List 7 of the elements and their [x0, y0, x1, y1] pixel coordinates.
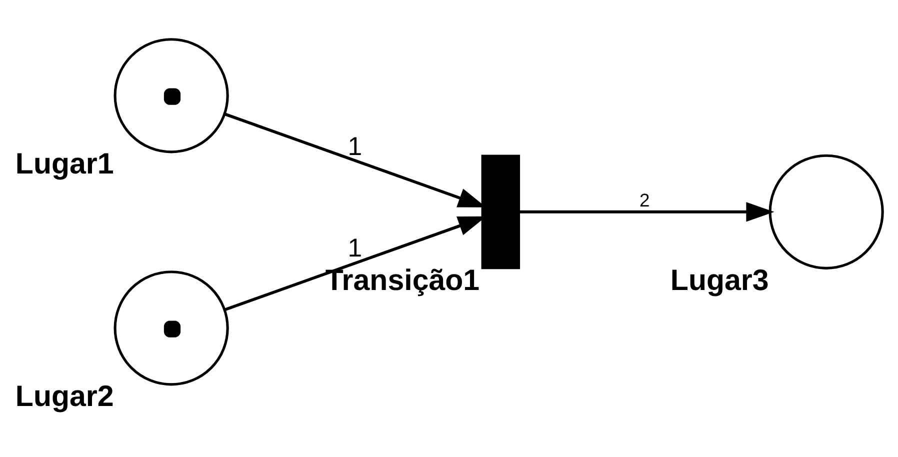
edge-label: 1 [348, 234, 362, 263]
node-label: Lugar2 [15, 380, 114, 414]
node-label: Lugar1 [15, 148, 114, 181]
node-label: Lugar3 [670, 264, 769, 297]
edge-label: 2 [639, 189, 650, 210]
edge-label: 1 [348, 133, 362, 162]
node-label: Transição1 [325, 264, 480, 297]
